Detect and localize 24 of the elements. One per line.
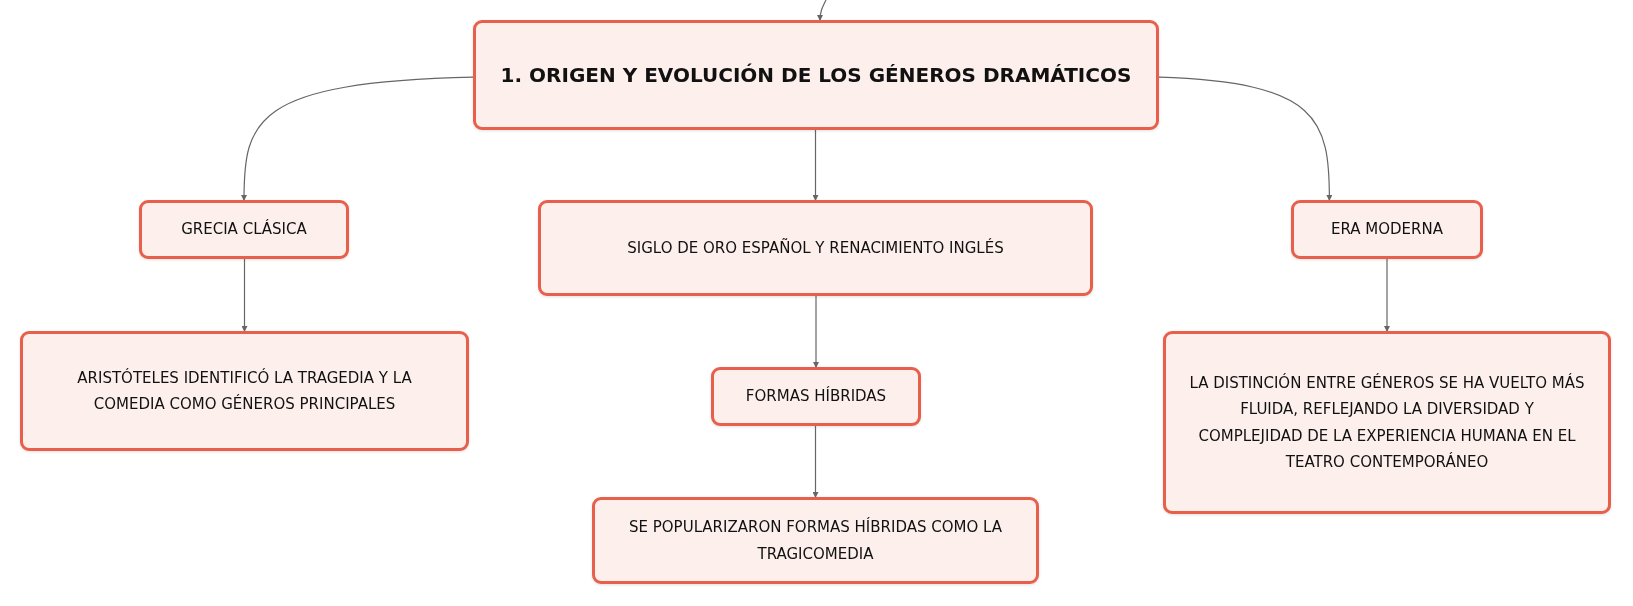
node-text: FORMAS HÍBRIDAS xyxy=(745,385,887,408)
connector-arrow xyxy=(817,0,827,21)
topic-box xyxy=(139,200,349,259)
connector-arrow xyxy=(1384,258,1390,332)
node-text: 1. ORIGEN Y EVOLUCIÓN DE LOS GÉNEROS DRAMÁTICOS xyxy=(500,62,1132,88)
connector-arrow xyxy=(812,425,819,498)
topic-box xyxy=(538,200,1093,296)
node-text: SE POPULARIZARON FORMAS HÍBRIDAS COMO LA TRAGICOMEDIA xyxy=(628,516,1003,565)
topic-box xyxy=(711,367,921,426)
node-text: ARISTÓTELES IDENTIFICÓ LA TRAGEDIA Y LA COMEDIA COMO GÉNEROS PRINCIPALES xyxy=(76,367,413,415)
node-text: GRECIA CLÁSICA xyxy=(181,218,307,241)
topic-box xyxy=(592,497,1039,584)
connector-arrow xyxy=(241,258,248,332)
connector-arrow xyxy=(813,295,819,368)
topic-box xyxy=(1291,200,1483,259)
topic-box xyxy=(20,331,469,451)
connector-arrow xyxy=(1158,76,1333,201)
topic-box xyxy=(1163,331,1611,514)
connector-arrow xyxy=(241,76,474,201)
node-text: SIGLO DE ORO ESPAÑOL Y RENACIMIENTO INGLÉS xyxy=(627,237,1004,259)
node-text: ERA MODERNA xyxy=(1331,219,1443,241)
node-text: LA DISTINCIÓN ENTRE GÉNEROS SE HA VUELTO MÁS FLUIDA, REFLEJANDO LA DIVERSIDAD Y COMPLEJIDAD DE LA EXPERIENCIA HUMANA EN EL TEATRO CONTEMPORÁNEO xyxy=(1188,372,1586,473)
connector-arrow xyxy=(812,129,819,201)
title-box xyxy=(473,20,1159,130)
